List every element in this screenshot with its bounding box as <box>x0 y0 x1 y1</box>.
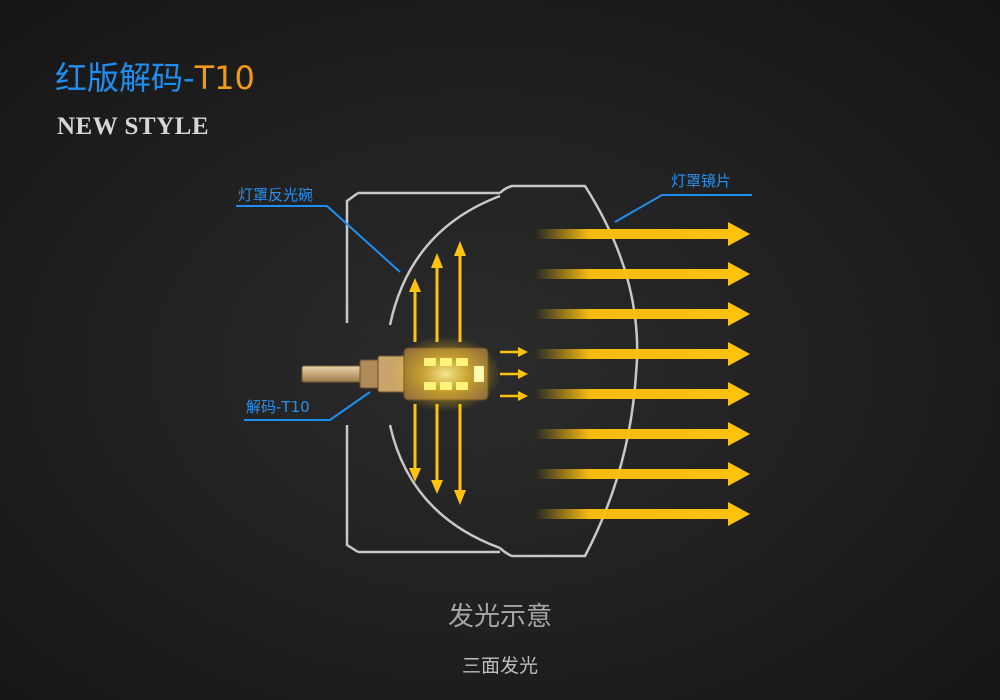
callout-lines <box>236 194 752 421</box>
label-reflector: 灯罩反光碗 <box>238 186 314 204</box>
callout-reflector <box>236 205 401 273</box>
light-arrow-icon <box>535 302 750 326</box>
lens-outline <box>499 184 639 558</box>
light-arrow-icon <box>535 422 750 446</box>
light-arrow-icon <box>535 462 750 486</box>
housing-outline <box>345 191 500 554</box>
forward-arrows <box>500 347 528 401</box>
page-title: 红版解码-T10 <box>55 58 255 98</box>
label-lens: 灯罩镜片 <box>671 172 732 190</box>
downward-arrows <box>409 404 466 505</box>
light-arrow-icon <box>535 382 750 406</box>
label-bulb: 解码-T10 <box>246 398 310 416</box>
light-arrow-icon <box>535 222 750 246</box>
led-bulb-icon <box>301 336 501 412</box>
light-arrow-icon <box>535 262 750 286</box>
title-text: 红版解码- <box>55 59 195 97</box>
light-arrow-icon <box>535 342 750 366</box>
reflector-bowl <box>388 194 501 550</box>
light-arrow-icon <box>535 502 750 526</box>
callout-bulb <box>244 391 371 421</box>
callout-lens <box>614 194 752 223</box>
page-subtitle: NEW STYLE <box>57 113 210 140</box>
caption-main: 发光示意 <box>447 602 552 632</box>
title-model: T10 <box>194 59 255 97</box>
light-beams <box>535 222 750 526</box>
caption-sub: 三面发光 <box>461 655 538 677</box>
upward-arrows <box>409 241 466 342</box>
